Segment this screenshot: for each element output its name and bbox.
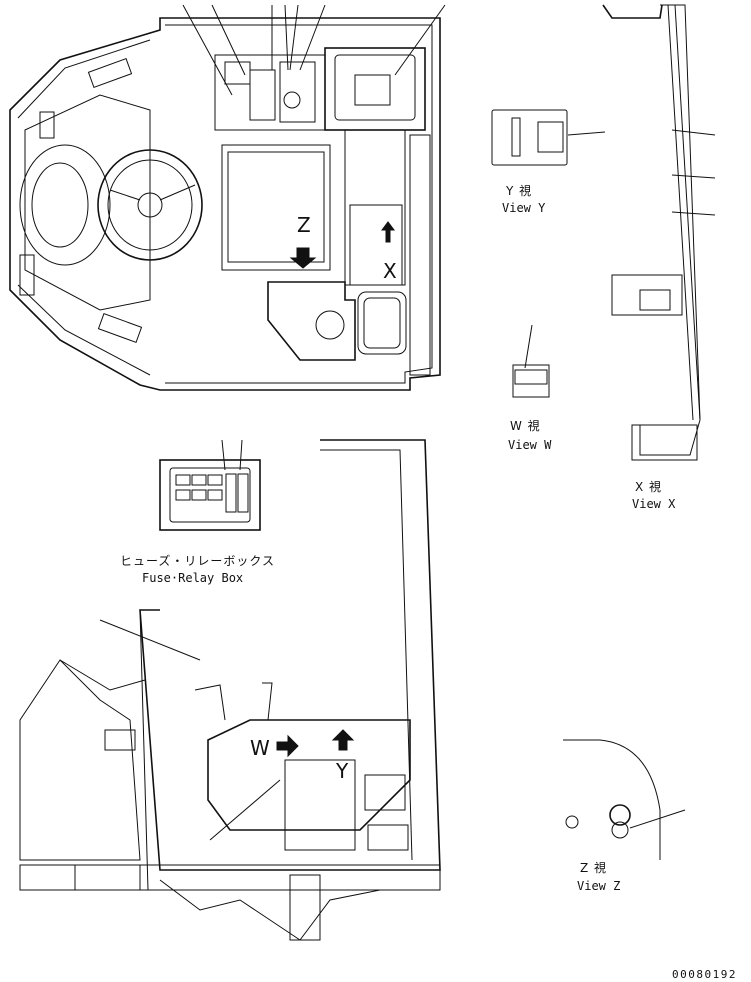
view-y-label-en: View Y <box>502 201 546 215</box>
view-w-label-en: View W <box>508 438 552 452</box>
view-w-drawing <box>512 324 550 398</box>
view-w-label-jp: W 視 <box>510 418 541 433</box>
view-x-label-jp: X 視 <box>635 479 662 494</box>
view-x-marker: X <box>383 259 397 283</box>
view-z-marker: Z <box>297 213 311 237</box>
view-z-label-jp: Z 視 <box>580 860 607 875</box>
view-y-label-jp: Y 視 <box>505 183 532 198</box>
cab-plan-view: Z X <box>9 4 446 391</box>
fuse-box-label-en: Fuse·Relay Box <box>142 571 243 585</box>
view-z-label-en: View Z <box>577 879 620 893</box>
view-y-drawing <box>491 109 606 166</box>
view-z-drawing <box>563 739 686 860</box>
view-w-marker: W <box>250 736 270 760</box>
view-x-label-en: View X <box>632 497 676 511</box>
cab-side-view: W Y <box>19 439 441 941</box>
drawing-number: 00080192 <box>672 968 737 981</box>
fuse-box-label-jp: ヒューズ・リレーボックス <box>120 553 275 568</box>
view-y-marker: Y <box>335 759 349 783</box>
fuse-relay-box-drawing <box>159 439 261 531</box>
view-x-drawing <box>602 4 716 461</box>
